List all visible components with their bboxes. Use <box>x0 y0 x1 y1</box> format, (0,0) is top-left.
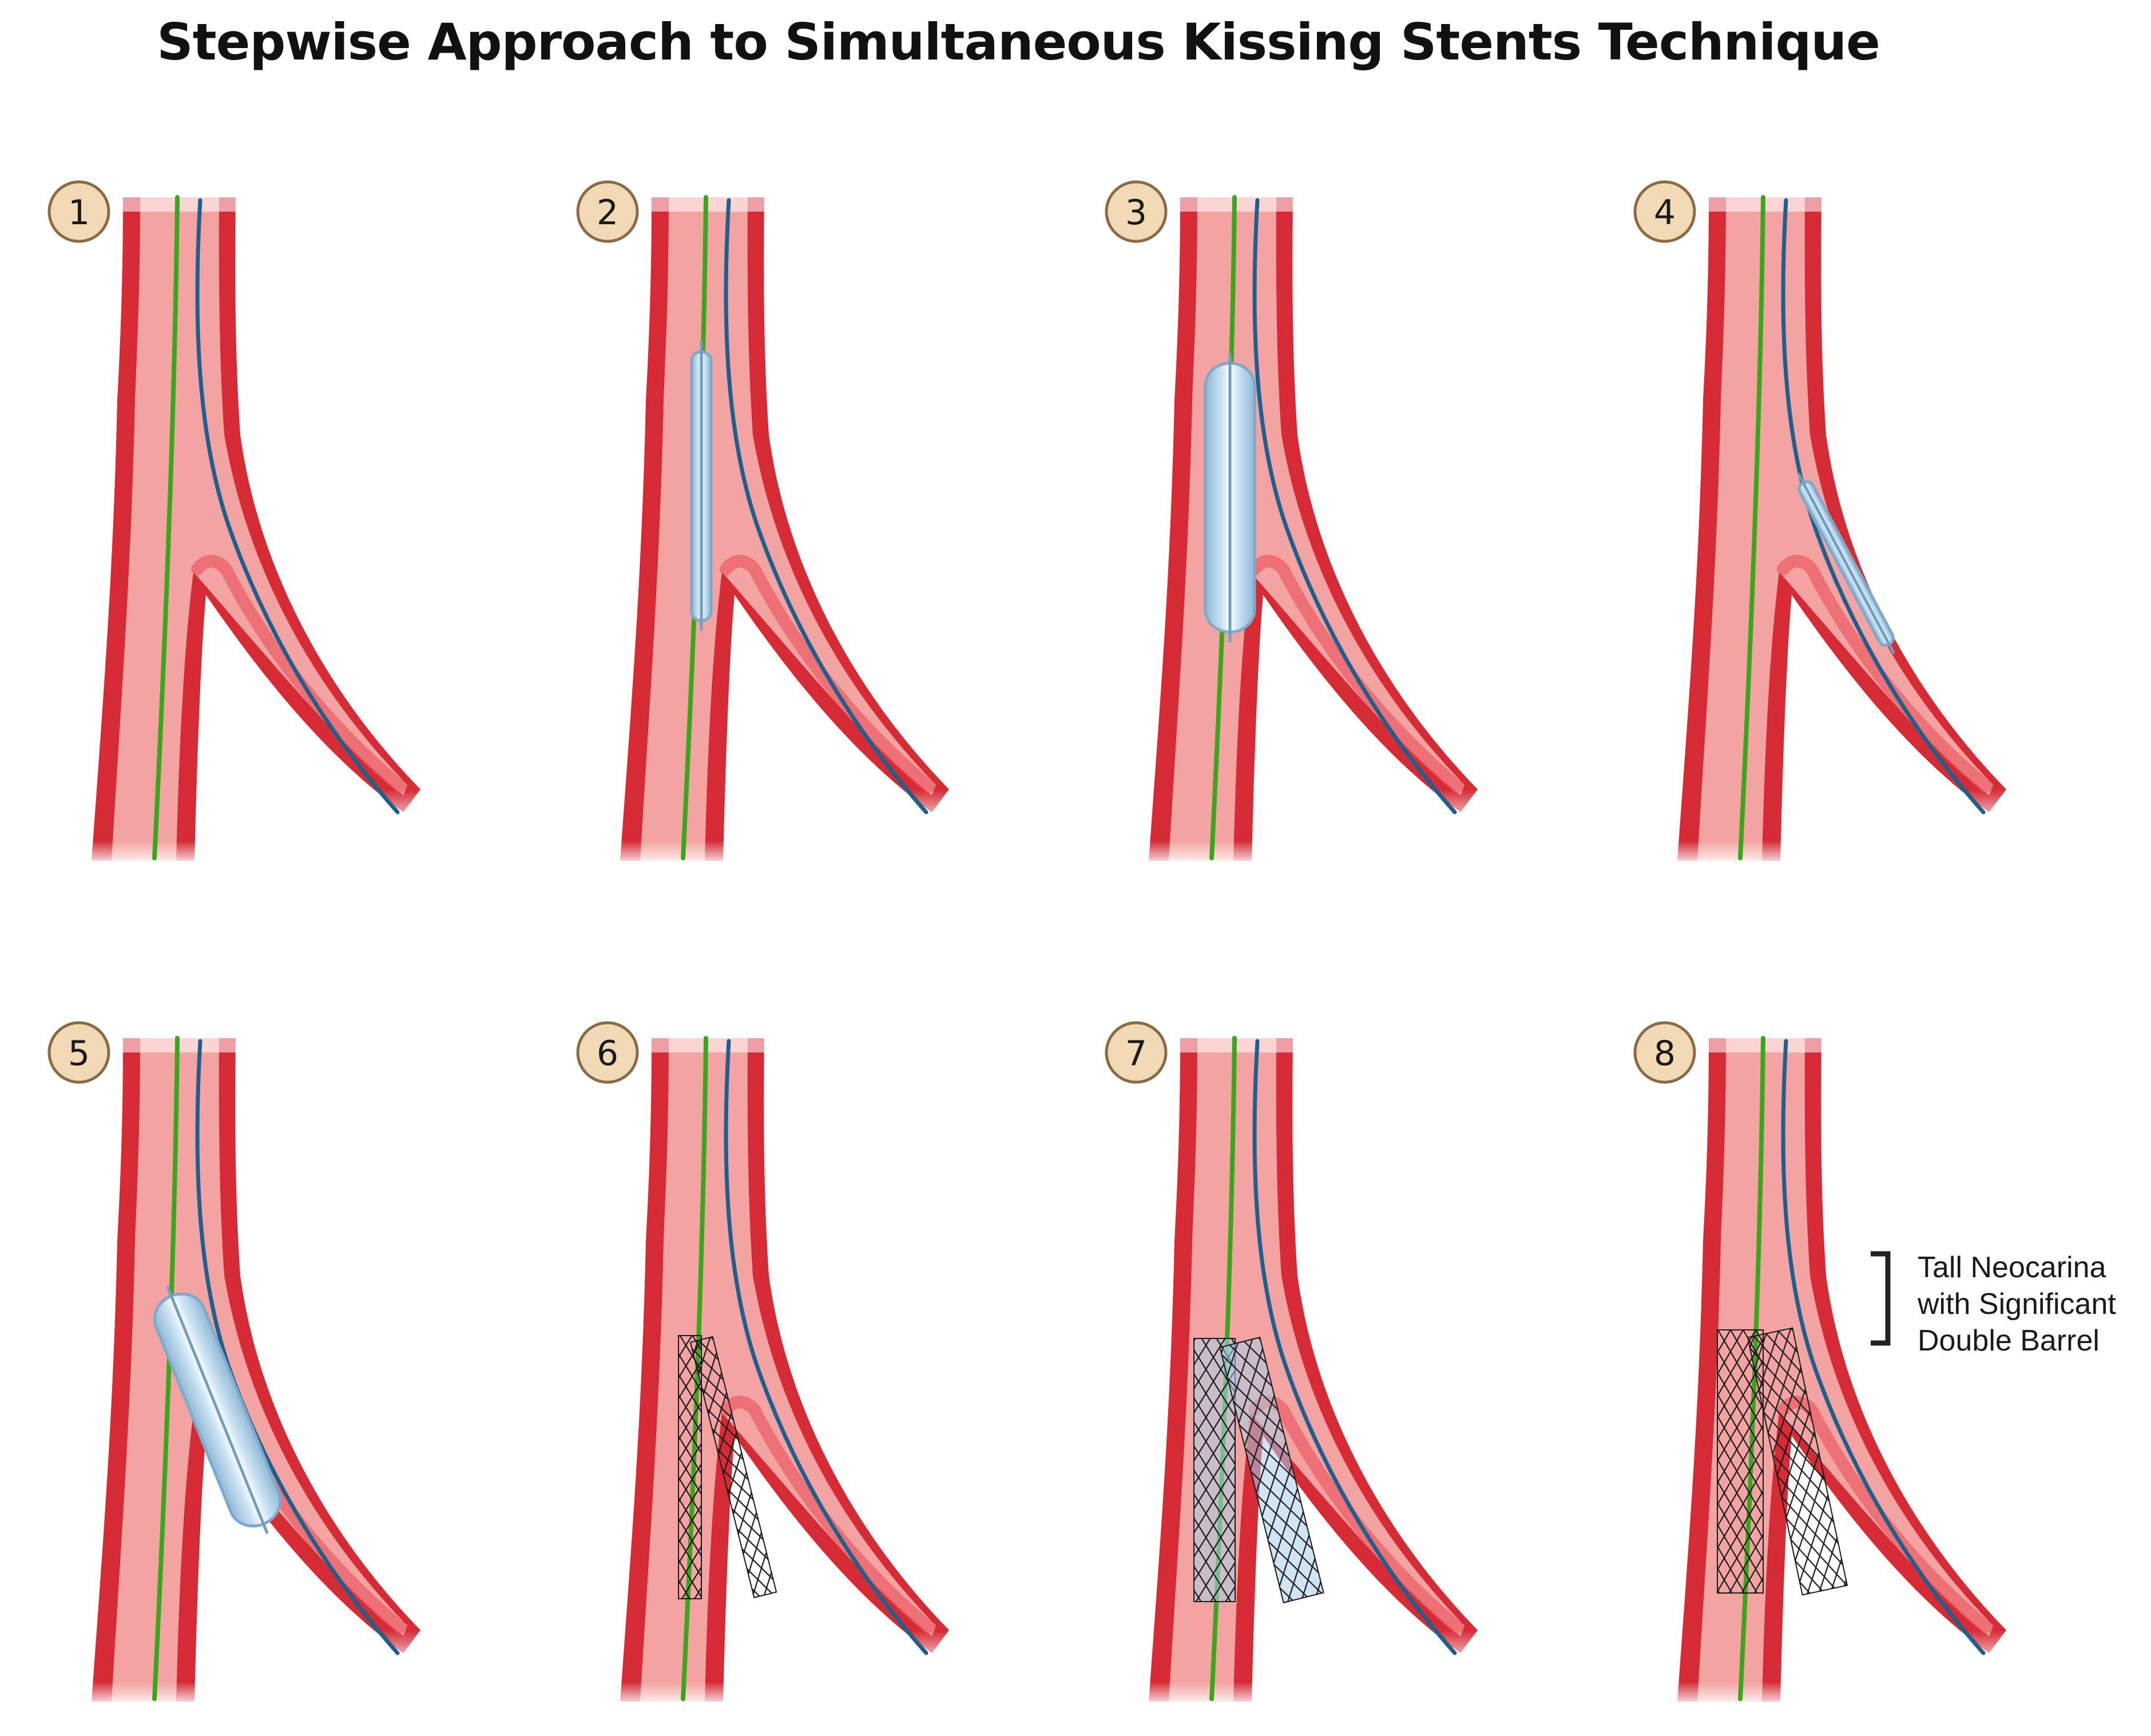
step-number: 6 <box>597 1034 618 1074</box>
vessel-lumen <box>1169 197 1465 861</box>
vessel-lumen <box>112 197 407 861</box>
step-panel-6: 6 <box>576 1021 963 1707</box>
step-number: 1 <box>68 193 90 233</box>
step-badge: 4 <box>1633 180 1696 243</box>
step-panel-2: 2 <box>576 180 963 867</box>
side-branch-guidewire <box>724 1039 928 1655</box>
inflated-side-balloon <box>153 1286 282 1534</box>
step-panel-7: 7 <box>1105 1021 1492 1707</box>
carina-highlight <box>1777 555 1993 793</box>
vessel-lumen <box>112 1038 407 1702</box>
page-title: Stepwise Approach to Simultaneous Kissin… <box>157 13 1880 71</box>
side-stent <box>1219 1336 1324 1604</box>
side-branch-guidewire <box>1781 1039 1986 1655</box>
step-badge: 2 <box>576 180 639 243</box>
inflated-balloon <box>1204 353 1256 642</box>
step-number: 7 <box>1125 1034 1147 1074</box>
deflated-balloon <box>690 341 713 631</box>
side-branch-guidewire <box>724 198 928 815</box>
step-panel-8: 8 <box>1633 1021 2021 1707</box>
step-number: 2 <box>597 193 618 233</box>
annotation-line-2: with Significant <box>1918 1288 2116 1321</box>
step-number: 4 <box>1654 193 1676 233</box>
carina-highlight <box>720 555 935 793</box>
step-panel-1: 1 <box>47 180 435 867</box>
side-stent <box>689 1336 777 1599</box>
step-panel-3: 3 <box>1105 180 1492 867</box>
step-number: 8 <box>1654 1034 1676 1074</box>
side-branch-guidewire <box>195 198 400 815</box>
carina-highlight <box>1248 555 1464 793</box>
step-badge: 5 <box>47 1021 110 1084</box>
step-number: 3 <box>1125 193 1147 233</box>
vessel-lumen <box>640 1038 936 1702</box>
step-badge: 3 <box>1105 180 1168 243</box>
side-branch-guidewire <box>1252 198 1457 815</box>
step-panel-4: 4 <box>1633 180 2021 867</box>
carina-highlight <box>720 1396 935 1634</box>
neocarina-bracket <box>1871 1251 1891 1346</box>
annotation-line-1: Tall Neocarina <box>1918 1251 2106 1284</box>
side-branch-guidewire <box>1781 198 1986 815</box>
main-branch-guidewire <box>152 195 180 860</box>
vessel-lumen <box>1169 1038 1465 1702</box>
vessel-lumen <box>1697 1038 1993 1702</box>
step-badge: 1 <box>47 180 110 243</box>
step-number: 5 <box>68 1034 90 1074</box>
step-badge: 6 <box>576 1021 639 1084</box>
step-badge: 7 <box>1105 1021 1168 1084</box>
step-badge: 8 <box>1633 1021 1696 1084</box>
main-stent <box>678 1335 702 1599</box>
vessel-lumen <box>1697 197 1993 861</box>
step-panel-5: 5 <box>47 1021 435 1707</box>
carina-highlight <box>191 555 407 793</box>
annotation-line-3: Double Barrel <box>1918 1324 2100 1357</box>
deflated-side-balloon <box>1797 472 1895 654</box>
side-stent <box>1747 1327 1848 1596</box>
main-branch-guidewire <box>1738 195 1765 860</box>
side-branch-guidewire <box>1252 1039 1457 1655</box>
vessel-lumen <box>640 197 936 861</box>
